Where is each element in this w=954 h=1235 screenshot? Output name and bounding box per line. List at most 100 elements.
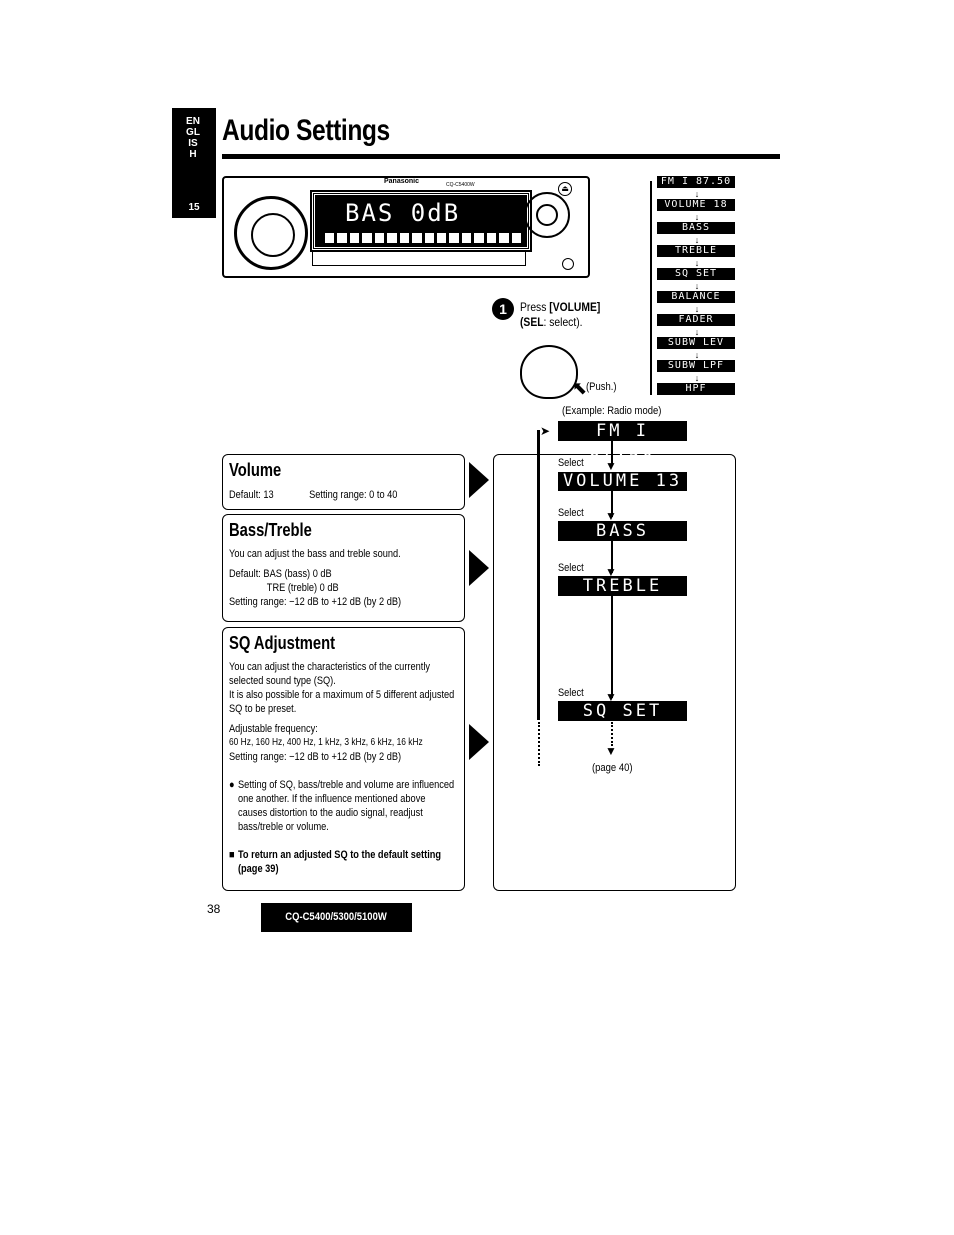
flow-display-treble: TREBLE	[558, 576, 687, 596]
down-arrow-icon: ↓	[694, 281, 700, 291]
model-badge: CQ-C5400/5300/5100W	[261, 903, 412, 932]
sq-details: You can adjust the characteristics of th…	[229, 660, 456, 876]
hand-pressing-knob-icon	[520, 345, 578, 399]
flow-connector	[611, 541, 613, 573]
title-rule	[222, 154, 780, 159]
sq-heading: SQ Adjustment	[229, 633, 336, 653]
down-arrow-icon: ↓	[694, 304, 700, 314]
volume-box: Volume Default: 13 Setting range: 0 to 4…	[222, 454, 465, 510]
language-tab: ENGLISH 15	[172, 108, 216, 218]
right-arrow-icon: ➤	[540, 424, 551, 438]
radio-illustration: Panasonic CQ-C5400W BAS 0dB ⏏	[222, 176, 590, 278]
level-meter	[325, 233, 521, 243]
step-text-prefix: Press	[520, 300, 550, 314]
sq-return-note: ■ To return an adjusted SQ to the defaul…	[229, 848, 456, 876]
flow-display-volume: VOLUME 13	[558, 472, 687, 491]
step-sel-label: (SEL	[520, 315, 544, 329]
down-arrow-icon: ▼	[605, 459, 617, 473]
menu-loop-line	[650, 181, 652, 395]
page-reference: (page 40)	[592, 762, 633, 774]
volume-knob-icon	[234, 196, 308, 270]
section-page-number: 15	[188, 202, 200, 213]
model-text: CQ-C5400/5300/5100W	[285, 911, 388, 923]
menu-item-hpf: HPF	[657, 383, 735, 395]
bass-treble-description: You can adjust the bass and treble sound…	[229, 548, 401, 560]
pointer-arrow-icon	[469, 462, 489, 498]
down-arrow-icon: ▼	[605, 690, 617, 704]
direction-pad-icon	[524, 192, 570, 238]
select-label: Select	[558, 507, 584, 519]
down-arrow-icon: ↓	[694, 235, 700, 245]
menu-item-fader: FADER	[657, 314, 735, 326]
down-arrow-icon: ↓	[694, 373, 700, 383]
step-button-name: [VOLUME]	[549, 300, 601, 314]
sq-frequency-values: 60 Hz, 160 Hz, 400 Hz, 1 kHz, 3 kHz, 6 k…	[229, 737, 423, 748]
sq-description-2: It is also possible for a maximum of 5 d…	[229, 689, 455, 715]
menu-item-treble: TREBLE	[657, 245, 735, 257]
flow-display-sq-set: SQ SET	[558, 701, 687, 721]
bass-treble-heading: Bass/Treble	[229, 520, 312, 540]
volume-details: Default: 13 Setting range: 0 to 40	[229, 488, 456, 502]
sq-return-text: To return an adjusted SQ to the default …	[237, 849, 442, 875]
knob-center	[251, 213, 295, 257]
step-instruction: Press [VOLUME] (SEL: select).	[520, 300, 632, 330]
down-arrow-icon: ↓	[694, 350, 700, 360]
step-number-badge: 1	[492, 298, 514, 320]
selection-flow-panel	[493, 454, 736, 891]
radio-brand: Panasonic	[384, 178, 420, 185]
radio-display: BAS 0dB	[310, 190, 532, 252]
flow-connector	[611, 596, 613, 698]
menu-item-fm: FM I 87.50	[657, 176, 735, 188]
radio-display-text: BAS 0dB	[345, 199, 461, 227]
pointer-arrow-icon	[469, 550, 489, 586]
select-label: Select	[558, 687, 584, 699]
flow-dotted-line	[611, 722, 613, 746]
volume-range: Setting range: 0 to 40	[309, 489, 398, 501]
sq-range: Setting range: −12 dB to +12 dB (by 2 dB…	[229, 751, 402, 763]
pointer-arrow-icon	[469, 724, 489, 760]
select-label: Select	[558, 457, 584, 469]
flow-connector	[611, 441, 613, 465]
step-sel-text: : select).	[543, 315, 583, 329]
source-button-icon	[562, 258, 574, 270]
language-label: ENGLISH	[186, 116, 200, 160]
sq-frequency-label: Adjustable frequency:	[229, 723, 318, 735]
sq-adjustment-box: SQ Adjustment You can adjust the charact…	[222, 627, 465, 891]
menu-item-sq-set: SQ SET	[657, 268, 735, 280]
volume-default: Default: 13	[229, 489, 274, 501]
down-arrow-icon: ↓	[694, 212, 700, 222]
eject-icon: ⏏	[558, 182, 572, 196]
example-label: (Example: Radio mode)	[562, 405, 662, 417]
sq-note: ● Setting of SQ, bass/treble and volume …	[229, 778, 456, 834]
select-label: Select	[558, 562, 584, 574]
bass-treble-range: Setting range: −12 dB to +12 dB (by 2 dB…	[229, 596, 402, 608]
down-arrow-icon: ↓	[694, 327, 700, 337]
push-label: (Push.)	[586, 381, 617, 393]
page-number: 38	[207, 902, 221, 916]
bass-default: Default: BAS (bass) 0 dB	[229, 568, 332, 580]
menu-item-bass: BASS	[657, 222, 735, 234]
sq-description-1: You can adjust the characteristics of th…	[229, 661, 430, 687]
dpad-center	[536, 204, 558, 226]
treble-default: TRE (treble) 0 dB	[266, 582, 339, 594]
radio-model: CQ-C5400W	[446, 182, 475, 188]
bass-treble-box: Bass/Treble You can adjust the bass and …	[222, 514, 465, 622]
sq-note-text: Setting of SQ, bass/treble and volume ar…	[237, 779, 455, 833]
bass-treble-details: You can adjust the bass and treble sound…	[229, 547, 456, 609]
menu-item-volume: VOLUME 18	[657, 199, 735, 211]
flow-dotted-line	[538, 722, 540, 766]
flow-connector	[611, 491, 613, 517]
down-arrow-icon: ▼	[605, 565, 617, 579]
volume-heading: Volume	[229, 460, 282, 480]
preset-button-strip	[312, 250, 526, 266]
down-arrow-icon: ▼	[605, 744, 617, 758]
push-arrow-icon: ⬉	[572, 378, 588, 398]
down-arrow-icon: ↓	[694, 258, 700, 268]
menu-item-subw-lpf: SUBW LPF	[657, 360, 735, 372]
flow-loop-line	[537, 430, 540, 720]
flow-display-start: FM I 87.50	[558, 421, 687, 461]
bullet-icon: ●	[229, 779, 235, 791]
down-arrow-icon: ↓	[694, 189, 700, 199]
square-bullet-icon: ■	[229, 849, 235, 861]
menu-item-subw-lev: SUBW LEV	[657, 337, 735, 349]
